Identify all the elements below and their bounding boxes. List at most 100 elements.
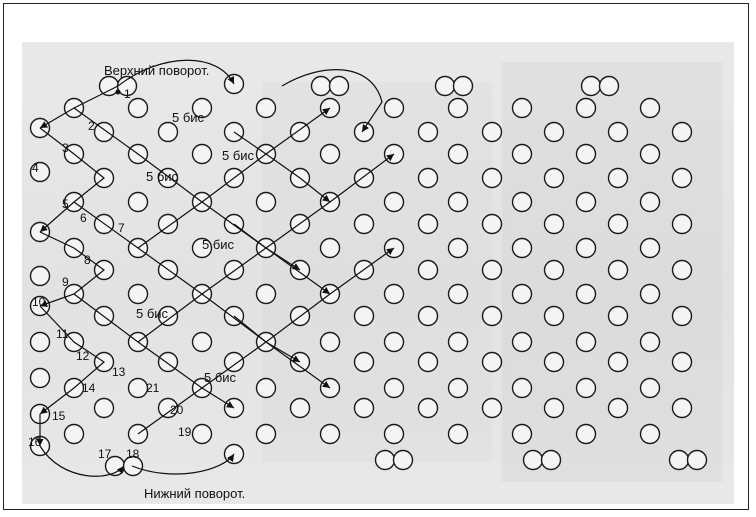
bead-number-5: 5	[62, 197, 69, 211]
bead	[639, 423, 661, 445]
bead	[383, 97, 405, 119]
bead	[511, 423, 533, 445]
bead-number-15: 15	[52, 409, 66, 423]
bead	[191, 143, 213, 165]
bead	[447, 97, 469, 119]
bead	[353, 397, 375, 419]
bead-number-21: 21	[146, 381, 160, 395]
bead-number-20: 20	[170, 403, 184, 417]
bead-number-7: 7	[118, 221, 125, 235]
bead	[417, 121, 439, 143]
bead	[255, 283, 277, 305]
bead	[575, 237, 597, 259]
bead	[481, 397, 503, 419]
beading-diagram: Верхний поворот. Нижний поворот. 5 бис 5…	[28, 59, 722, 501]
bead	[289, 397, 311, 419]
bead	[639, 237, 661, 259]
bis-label-4: 5 бис	[202, 237, 235, 252]
bead	[319, 237, 341, 259]
thread-bottom-turn	[39, 445, 125, 477]
top-turn-label: Верхний поворот.	[104, 63, 209, 78]
bead	[511, 283, 533, 305]
bead	[575, 423, 597, 445]
bead	[289, 121, 311, 143]
bead	[191, 97, 213, 119]
thread-top-turn-2	[281, 69, 383, 133]
bead	[29, 331, 51, 353]
bead-pair-bottom	[392, 449, 414, 471]
thread-diag-9	[233, 315, 301, 363]
bead	[481, 259, 503, 281]
bead	[127, 283, 149, 305]
bead-pair-top	[310, 75, 332, 97]
bead-number-19: 19	[178, 425, 192, 439]
bead	[481, 213, 503, 235]
bead	[93, 397, 115, 419]
bead	[543, 213, 565, 235]
bead	[255, 97, 277, 119]
bead	[417, 397, 439, 419]
bead	[383, 191, 405, 213]
bead	[511, 97, 533, 119]
bead	[353, 351, 375, 373]
thread-diag-8	[233, 223, 301, 271]
bead-number-12: 12	[76, 349, 90, 363]
bead	[353, 213, 375, 235]
bead	[63, 423, 85, 445]
bead-pair-bottom	[374, 449, 396, 471]
bead	[319, 143, 341, 165]
bead	[639, 331, 661, 353]
bead	[255, 191, 277, 213]
bead	[671, 351, 693, 373]
bead	[575, 191, 597, 213]
bead-number-2: 2	[88, 119, 95, 133]
bead	[671, 167, 693, 189]
bead	[607, 305, 629, 327]
bead	[639, 143, 661, 165]
bead	[191, 331, 213, 353]
bead	[447, 283, 469, 305]
bead	[481, 305, 503, 327]
bead-pair-bottom	[540, 449, 562, 471]
bead	[639, 283, 661, 305]
bead-pair-bottom	[686, 449, 708, 471]
bead-pair-top	[580, 75, 602, 97]
bead	[353, 121, 375, 143]
bead	[447, 331, 469, 353]
bead	[543, 167, 565, 189]
bead	[447, 377, 469, 399]
thread-top-turn	[117, 59, 235, 87]
bead	[417, 213, 439, 235]
bead	[29, 367, 51, 389]
bis-label-1: 5 бис	[172, 110, 205, 125]
bis-label-5: 5 бис	[136, 306, 169, 321]
bead	[481, 121, 503, 143]
bis-label-2: 5 бис	[222, 148, 255, 163]
bead	[417, 351, 439, 373]
bead	[447, 143, 469, 165]
bead-number-16: 16	[28, 435, 42, 449]
bead	[511, 331, 533, 353]
bead	[29, 161, 51, 183]
bead	[671, 259, 693, 281]
bead	[383, 377, 405, 399]
bead	[543, 121, 565, 143]
bead	[383, 283, 405, 305]
bead	[511, 237, 533, 259]
bead	[575, 283, 597, 305]
thread-left-1	[39, 127, 105, 233]
bead	[417, 259, 439, 281]
bead	[481, 351, 503, 373]
bead	[157, 213, 179, 235]
bead-number-9: 9	[62, 275, 69, 289]
bead-number-13: 13	[112, 365, 126, 379]
bead	[607, 167, 629, 189]
bead-number-18: 18	[126, 447, 140, 461]
bead	[575, 143, 597, 165]
bead	[607, 259, 629, 281]
thread-diag-3	[73, 293, 235, 409]
thread-diag-6	[137, 107, 331, 249]
bead-pair-top	[452, 75, 474, 97]
bead-number-1: 1	[124, 87, 131, 101]
